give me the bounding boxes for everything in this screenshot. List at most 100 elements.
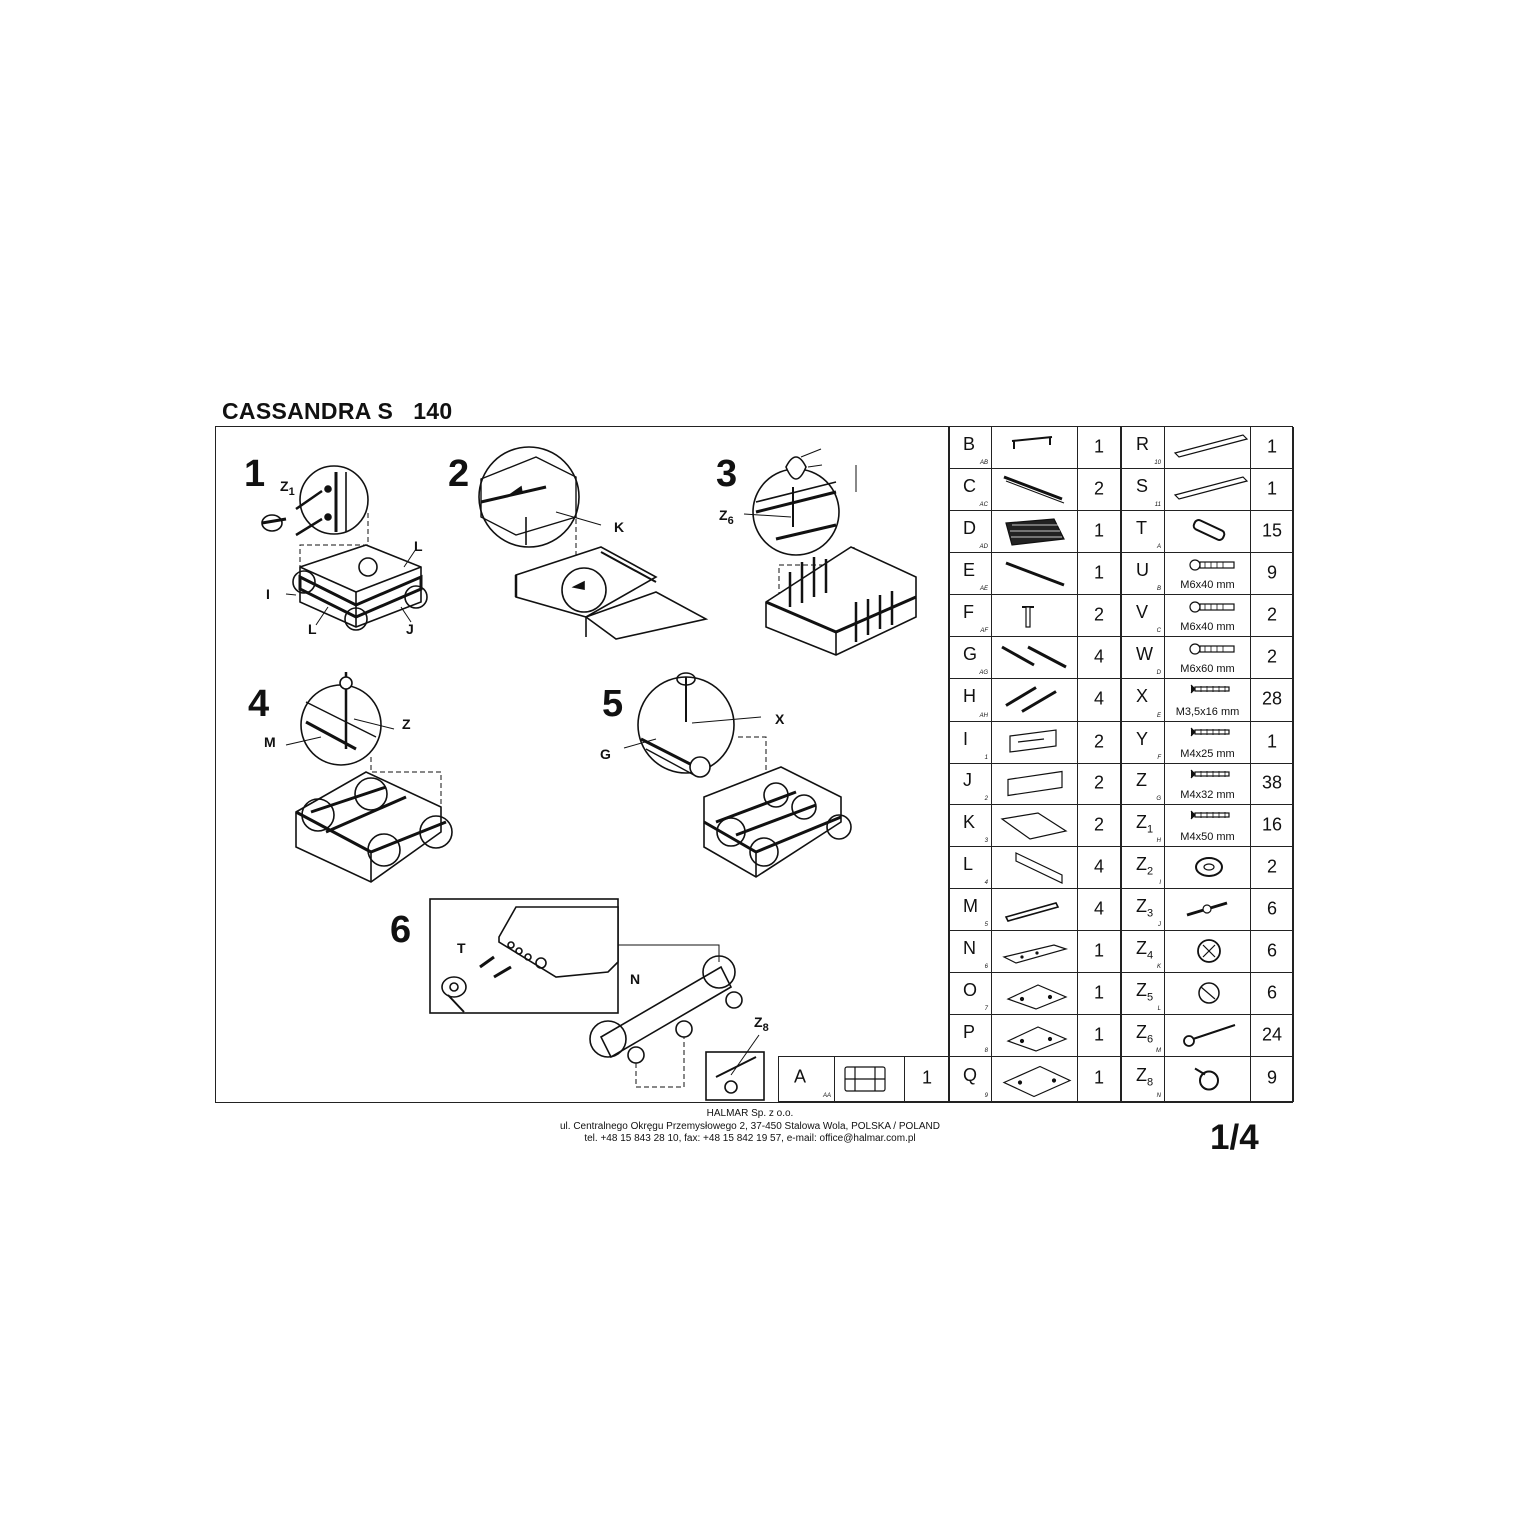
- part-code: 2: [984, 796, 988, 802]
- part-code: 7: [984, 1006, 988, 1012]
- slat-frame-icon: [992, 511, 1078, 553]
- part-qty: 2: [1078, 764, 1121, 805]
- cam-lock-icon: [1165, 931, 1251, 973]
- assembly-drawing: [261, 446, 917, 1101]
- part-qty: 4: [1078, 889, 1121, 931]
- part-qty: 1: [1251, 722, 1294, 764]
- part-code: H: [1156, 838, 1161, 844]
- part-code: AD: [979, 544, 988, 550]
- part-code: M: [1156, 1048, 1161, 1054]
- cam-bolt-icon: [1165, 889, 1251, 931]
- part-id: Q: [963, 1064, 978, 1085]
- part-qty: 1: [1251, 469, 1294, 511]
- nail-icon: [1165, 1015, 1251, 1057]
- part-qty: 2: [1078, 595, 1121, 637]
- part-id: D: [963, 517, 976, 538]
- label-step1-i: I: [266, 586, 270, 602]
- company-name: HALMAR Sp. z o.o.: [706, 1108, 794, 1119]
- label-step1-z: Z1: [280, 478, 295, 498]
- part-code: 8: [984, 1048, 988, 1054]
- headboard-icon: [835, 1057, 905, 1102]
- company-address: ul. Centralnego Okręgu Przemysłowego 2, …: [559, 1120, 940, 1132]
- screw-icon: M3,5x16 mm: [1165, 679, 1251, 722]
- part-qty: 6: [1251, 931, 1294, 973]
- part-id: X: [1136, 685, 1149, 706]
- step2-drawing: [478, 446, 709, 640]
- step-number-3: 3: [716, 453, 738, 495]
- part-id: R: [1136, 433, 1149, 454]
- page-number: 1/4: [1210, 1118, 1259, 1157]
- part-code: C: [1156, 628, 1161, 634]
- screw-icon: M4x25 mm: [1165, 722, 1251, 764]
- part-code: B: [1156, 586, 1161, 592]
- part-id: U: [1136, 559, 1149, 580]
- part-qty: 16: [1251, 805, 1294, 847]
- part-id: F: [963, 601, 974, 622]
- washer-icon: [1165, 847, 1251, 889]
- part-id: B: [963, 433, 976, 454]
- cap-icon: [1165, 973, 1251, 1015]
- part-qty: 1: [1078, 931, 1121, 973]
- part-id: C: [963, 475, 976, 496]
- label-step6-n: N: [630, 971, 641, 987]
- part-id: Z3: [1136, 895, 1154, 919]
- part-qty: 1: [1078, 973, 1121, 1015]
- step-number-4: 4: [248, 683, 270, 725]
- part-dimension: M4x25 mm: [1180, 748, 1235, 760]
- part-a-cell: A AA 1: [778, 1056, 949, 1102]
- part-qty: 4: [1078, 679, 1121, 722]
- part-id: Z6: [1136, 1021, 1154, 1045]
- part-qty: 1: [1078, 1057, 1121, 1102]
- part-id: Z2: [1136, 853, 1154, 877]
- label-step2-k: K: [614, 519, 625, 535]
- part-qty: 15: [1251, 511, 1294, 553]
- part-qty: 28: [1251, 679, 1294, 722]
- part-qty: 2: [1078, 805, 1121, 847]
- part-code: AG: [979, 670, 988, 676]
- part-code: 6: [984, 964, 988, 970]
- part-dimension: M4x50 mm: [1180, 831, 1235, 843]
- part-id: L: [963, 853, 974, 874]
- long-board-icon: [1165, 427, 1251, 469]
- part-id: V: [1136, 601, 1149, 622]
- part-qty: 4: [1078, 637, 1121, 679]
- part-qty: 1: [1078, 1015, 1121, 1057]
- part-id: Z: [1136, 769, 1147, 790]
- handle-icon: [992, 427, 1078, 469]
- step-number-2: 2: [448, 453, 470, 495]
- step1-drawing: [261, 465, 428, 631]
- part-id: W: [1136, 643, 1153, 664]
- plate-icon: [992, 1015, 1078, 1057]
- leg-icon: [992, 595, 1078, 637]
- bolt-icon: M6x40 mm: [1165, 595, 1251, 637]
- beam-icon: [992, 931, 1078, 973]
- label-step1-j: J: [406, 621, 414, 637]
